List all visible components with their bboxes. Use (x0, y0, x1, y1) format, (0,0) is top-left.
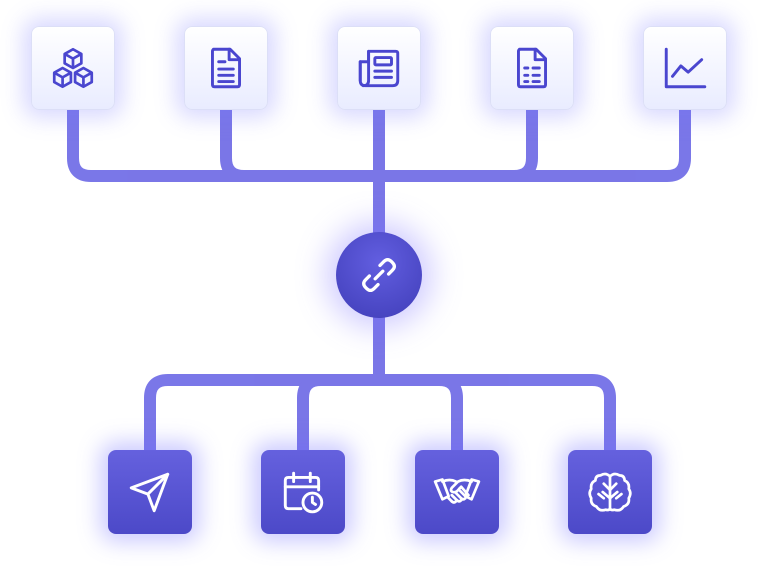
action-node-calendar-clock (261, 450, 345, 534)
connector-source-1 (67, 102, 386, 182)
connector-source-5 (374, 102, 691, 182)
action-node-brain (568, 450, 652, 534)
source-node-cubes (31, 26, 115, 110)
line-chart-icon (664, 47, 707, 89)
connector-action-2 (297, 374, 385, 458)
connector-source-4 (508, 102, 538, 182)
newspaper-icon (358, 49, 400, 88)
handshake-icon (433, 478, 481, 504)
source-node-newspaper (337, 26, 421, 110)
document-icon (211, 47, 242, 89)
source-node-line-chart (643, 26, 727, 110)
link-icon (362, 258, 396, 292)
action-node-send (108, 450, 192, 534)
connector-action-1 (144, 374, 385, 458)
calendar-clock-icon (283, 471, 324, 514)
cubes-icon (52, 47, 94, 89)
connector-action-3 (373, 374, 463, 458)
hub-node (336, 232, 422, 318)
connector-source-2 (220, 102, 250, 182)
send-icon (129, 472, 170, 513)
action-node-handshake (415, 450, 499, 534)
source-node-document (184, 26, 268, 110)
connector-action-4 (373, 374, 616, 458)
source-node-invoice (490, 26, 574, 110)
invoice-icon (517, 47, 547, 89)
brain-icon (588, 472, 632, 512)
